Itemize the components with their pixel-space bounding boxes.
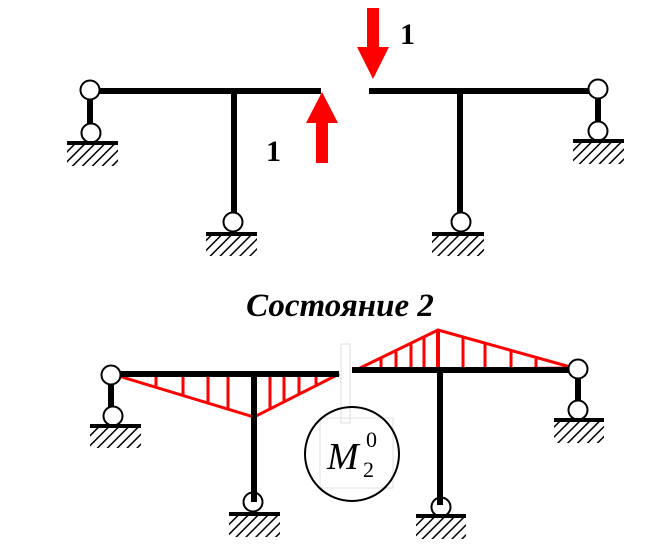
hinge-icon: [102, 405, 124, 427]
hinge-icon: [587, 78, 609, 100]
fixed-support-icon: [573, 139, 624, 164]
right-frame-bottom: [352, 358, 604, 539]
fixed-support-icon: [229, 512, 280, 537]
fixed-support-icon: [416, 514, 466, 539]
left-frame-top: [67, 79, 321, 256]
state-title: Состояние 2: [246, 288, 434, 324]
hinge-icon: [79, 79, 101, 101]
moment-diagram-right: [355, 328, 575, 372]
hinge-icon: [222, 211, 244, 233]
moment-superscript: 0: [366, 427, 377, 452]
moment-subscript: 2: [363, 457, 374, 482]
hinge-icon: [80, 122, 102, 144]
fixed-support-icon: [554, 418, 604, 443]
hinge-icon: [567, 399, 589, 421]
fixed-support-icon: [432, 232, 484, 256]
hinge-icon: [587, 120, 609, 142]
load-label-left: 1: [266, 135, 281, 168]
bottom-scheme: M 2 0: [90, 328, 604, 539]
hinge-icon: [567, 358, 589, 380]
load-label-right: 1: [400, 18, 415, 51]
moment-symbol: M: [326, 436, 361, 478]
fixed-support-icon: [206, 232, 257, 256]
hinge-icon: [450, 211, 472, 233]
top-scheme: 1 1: [67, 8, 624, 256]
hinge-icon: [100, 364, 122, 386]
fixed-support-icon: [67, 141, 118, 166]
left-frame-bottom: [90, 364, 339, 537]
up-arrow-icon: [306, 92, 338, 163]
moment-diagram-label: M 2 0: [304, 406, 400, 502]
moment-diagram-left: [111, 372, 340, 419]
guide-frame: [340, 343, 351, 424]
down-arrow-icon: [357, 8, 389, 79]
right-frame-top: [369, 78, 624, 256]
fixed-support-icon: [90, 424, 141, 448]
